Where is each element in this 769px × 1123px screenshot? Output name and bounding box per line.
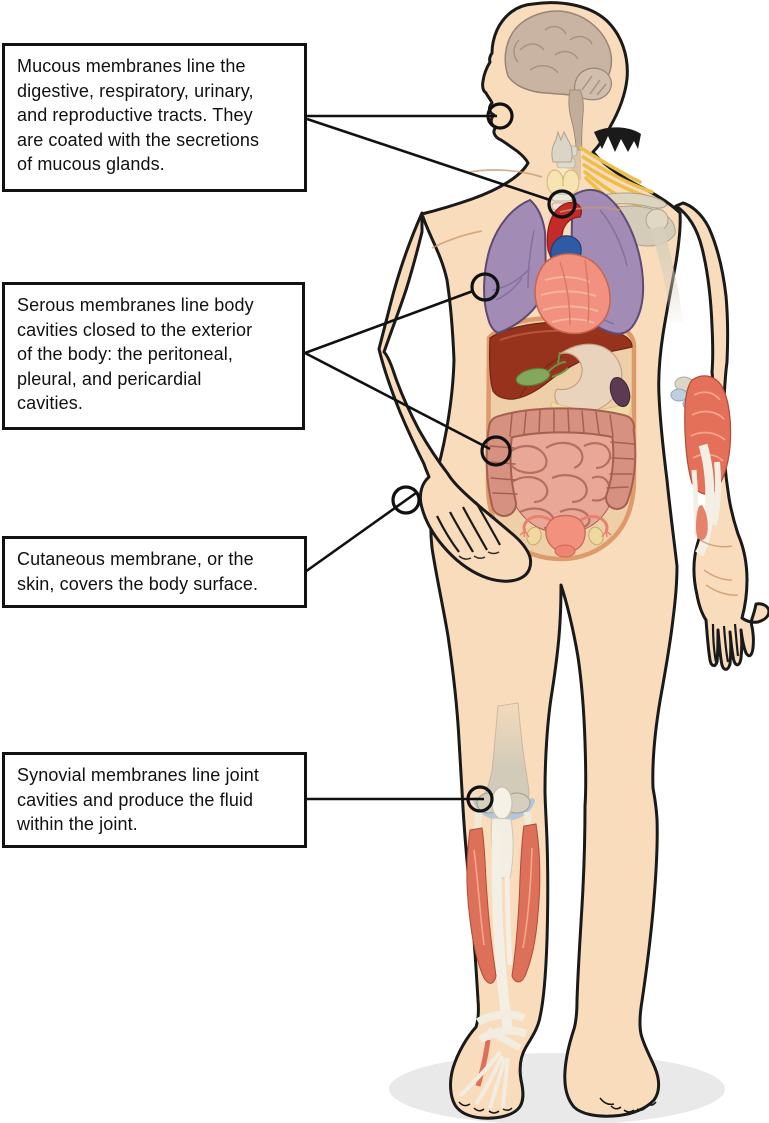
hip-hand-finger-lines xyxy=(436,501,501,553)
calf-muscle xyxy=(511,823,541,983)
ankle-tendons xyxy=(458,1010,528,1109)
callout-line-peritoneum xyxy=(304,351,491,451)
callout-box-serous-membranes: Serous membranes line body cavities clos… xyxy=(2,282,305,430)
left-arm-hand-on-hip xyxy=(377,211,533,583)
tracheal-mucosa-marker xyxy=(547,189,577,219)
brain-illustration xyxy=(504,10,613,180)
humerus-shaft xyxy=(650,226,683,324)
cerebellum xyxy=(573,67,613,101)
callout-text: Cutaneous membrane, or the skin, covers … xyxy=(17,549,259,594)
pleural-serosa-marker xyxy=(470,272,500,302)
callout-box-mucous-membranes: Mucous membranes line the digestive, res… xyxy=(2,43,307,192)
uterus xyxy=(519,514,612,558)
spleen xyxy=(609,376,631,408)
callout-text: Mucous membranes line the digestive, res… xyxy=(17,56,260,175)
callout-text: Synovial membranes line joint cavities a… xyxy=(17,765,260,835)
toe-lines xyxy=(458,1097,657,1114)
spinal-cord xyxy=(572,148,581,180)
callout-box-synovial-membranes: Synovial membranes line joint cavities a… xyxy=(2,752,307,848)
gallbladder xyxy=(515,367,551,387)
right-hand-finger-lines xyxy=(711,623,740,663)
calf-muscle xyxy=(466,827,497,984)
synovial-knee-marker xyxy=(466,785,494,813)
abdominal-cavity xyxy=(485,315,637,562)
callout-text: Serous membranes line body cavities clos… xyxy=(17,295,254,414)
callout-box-cutaneous-membrane: Cutaneous membrane, or the skin, covers … xyxy=(2,536,307,608)
heart xyxy=(534,253,611,335)
cutaneous-skin-marker xyxy=(391,485,421,515)
right-arm xyxy=(670,201,769,671)
skin-creases xyxy=(431,169,621,249)
hair-tufts xyxy=(594,127,641,152)
thoracic-organs xyxy=(483,188,645,335)
mouth-mucosa-marker xyxy=(486,102,514,130)
knee-joint-anatomy xyxy=(458,702,541,1109)
larynx xyxy=(551,130,573,163)
callout-line-trachea xyxy=(306,117,551,202)
peritoneal-serosa-marker xyxy=(480,435,512,467)
callout-line-skin xyxy=(304,491,417,574)
right-lung xyxy=(483,198,548,335)
callout-line-pleura xyxy=(304,289,474,355)
